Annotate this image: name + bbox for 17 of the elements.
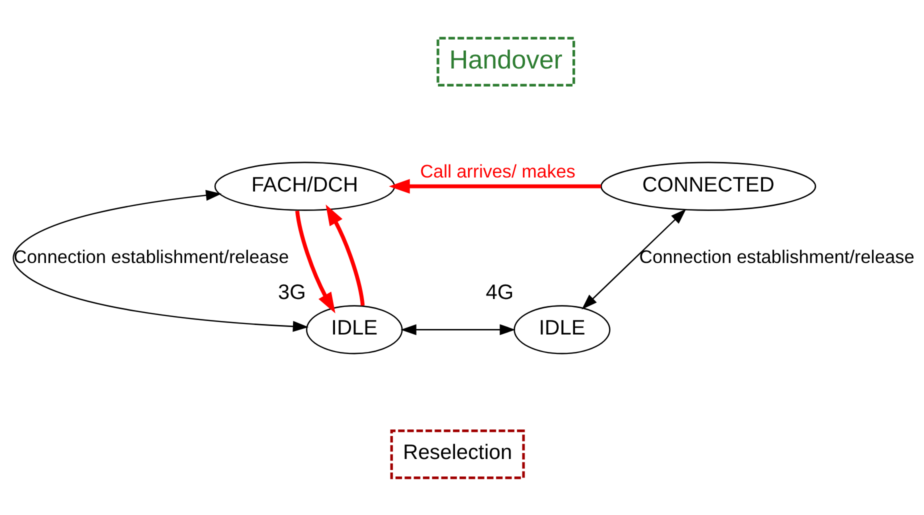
arrow bbox=[582, 208, 686, 309]
arrow bbox=[326, 204, 365, 306]
arrow bbox=[388, 178, 601, 194]
edge-label: Connection establishment/release bbox=[14, 245, 289, 266]
node-box: Handover bbox=[436, 36, 576, 86]
node-ellipse: IDLE bbox=[306, 304, 403, 354]
node-label: 3G bbox=[278, 280, 306, 304]
edge-label: Call arrives/ makes bbox=[420, 160, 576, 181]
arrow bbox=[12, 189, 309, 332]
node-label: 4G bbox=[486, 280, 514, 304]
node-box: Reselection bbox=[390, 428, 525, 479]
arrow bbox=[400, 324, 516, 335]
node-ellipse: CONNECTED bbox=[600, 161, 816, 210]
node-ellipse: IDLE bbox=[514, 304, 610, 354]
node-ellipse: FACH/DCH bbox=[214, 161, 396, 210]
arrow bbox=[295, 210, 336, 313]
edge-label: Connection establishment/release bbox=[639, 245, 914, 266]
